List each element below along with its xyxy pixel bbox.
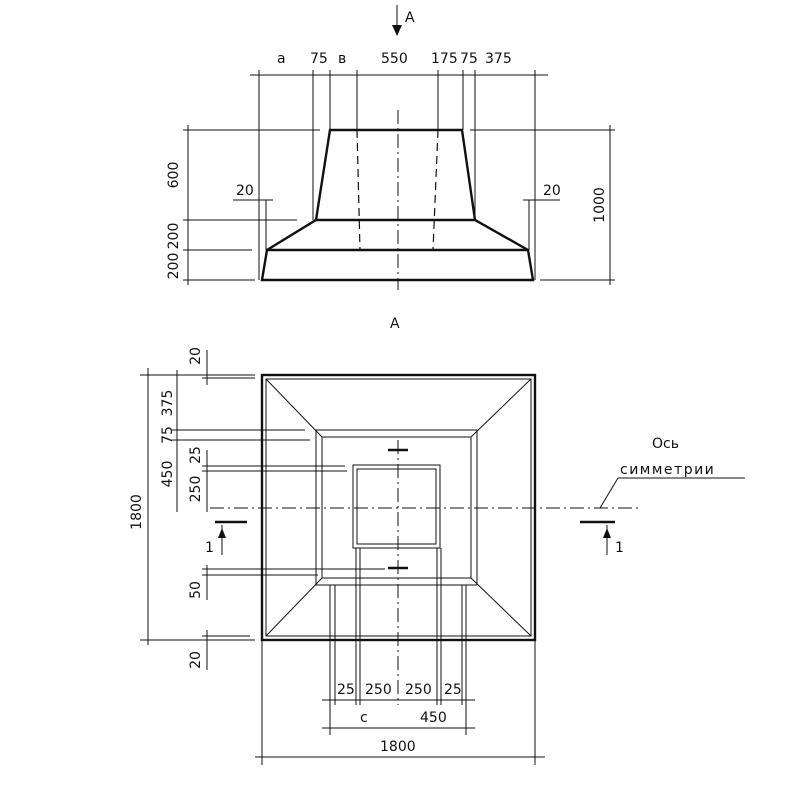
section-mark-left: 1 — [205, 520, 247, 556]
dim-50-plan: 50 — [188, 581, 204, 599]
section-label-right: 1 — [615, 540, 624, 556]
dim-20-plan-bottom: 20 — [188, 651, 204, 669]
dim-1000: 1000 — [592, 187, 608, 223]
dim-550: 550 — [381, 51, 408, 67]
dim-200-top: 200 — [166, 223, 182, 250]
view-arrow: A — [392, 5, 415, 36]
dim-20-left: 20 — [236, 183, 254, 199]
plan-view: 1800 375 75 450 20 25 250 50 20 1 1 — [129, 347, 745, 765]
dim-20-right: 20 — [543, 183, 561, 199]
symmetry-label-1: Ось — [652, 436, 679, 452]
dim-1800-left: 1800 — [129, 494, 145, 530]
dim-200-bottom: 200 — [166, 253, 182, 280]
dim-450-plan: 450 — [160, 461, 176, 488]
dim-75b: 75 — [460, 51, 478, 67]
dim-250-bottom-left: 250 — [365, 682, 392, 698]
view-arrow-label: A — [405, 10, 415, 26]
elevation-view: a 75 в 550 175 75 375 600 200 200 1000 2… — [166, 51, 615, 290]
dim-25-bottom-right: 25 — [444, 682, 462, 698]
dim-450-bottom: 450 — [420, 710, 447, 726]
dim-25-bottom-left: 25 — [337, 682, 355, 698]
dim-250-plan: 250 — [188, 476, 204, 503]
section-mark-right: 1 — [580, 520, 624, 556]
dim-25-plan: 25 — [188, 446, 204, 464]
dim-175: 175 — [431, 51, 458, 67]
dim-75-plan: 75 — [160, 426, 176, 444]
dim-b: в — [338, 51, 346, 67]
dim-250-bottom-right: 250 — [405, 682, 432, 698]
dim-375-plan: 375 — [160, 390, 176, 417]
section-label-left: 1 — [205, 540, 214, 556]
dim-20-plan-top: 20 — [188, 347, 204, 365]
dim-75: 75 — [310, 51, 328, 67]
dim-a: a — [277, 51, 286, 67]
dim-600: 600 — [166, 162, 182, 189]
symmetry-label-2: симметрии — [620, 462, 715, 478]
dim-c: с — [360, 710, 368, 726]
dim-1800-bottom: 1800 — [380, 739, 416, 755]
view-a-title: A — [390, 316, 400, 332]
dim-375: 375 — [485, 51, 512, 67]
